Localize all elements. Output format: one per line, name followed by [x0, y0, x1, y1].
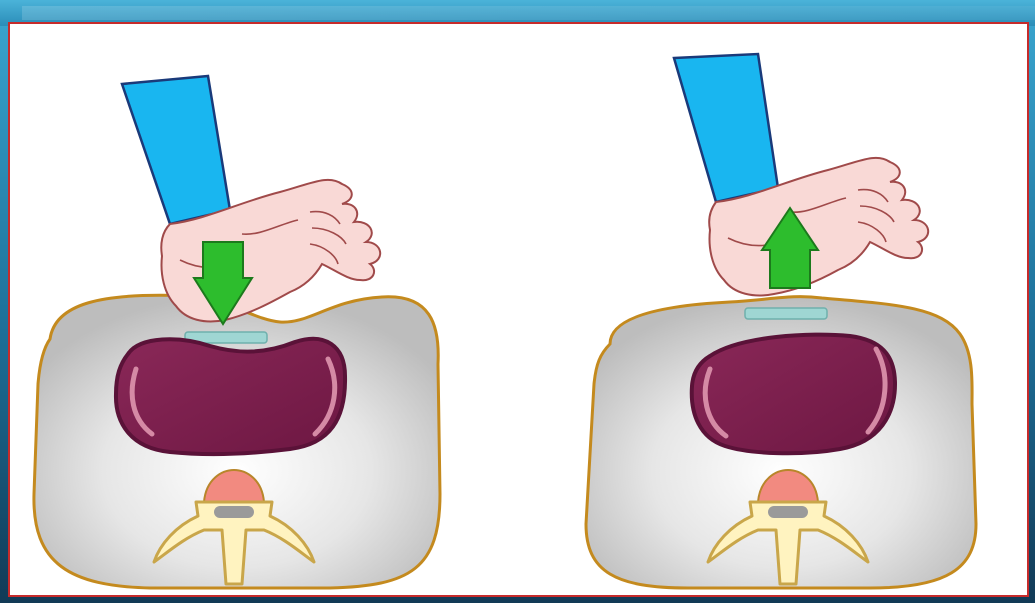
vertebral-disc	[214, 506, 254, 518]
release-figure	[586, 54, 976, 588]
rescuer-sleeve	[122, 76, 230, 224]
vertebral-disc	[768, 506, 808, 518]
illustration-panel	[8, 22, 1029, 597]
cpr-compression-diagram	[10, 24, 1027, 595]
compression-figure	[34, 76, 440, 588]
rescuer-sleeve	[674, 54, 778, 202]
slide-top-band-highlight	[22, 6, 1035, 20]
heart-compressed	[116, 339, 345, 454]
sternum-pad	[745, 308, 827, 319]
